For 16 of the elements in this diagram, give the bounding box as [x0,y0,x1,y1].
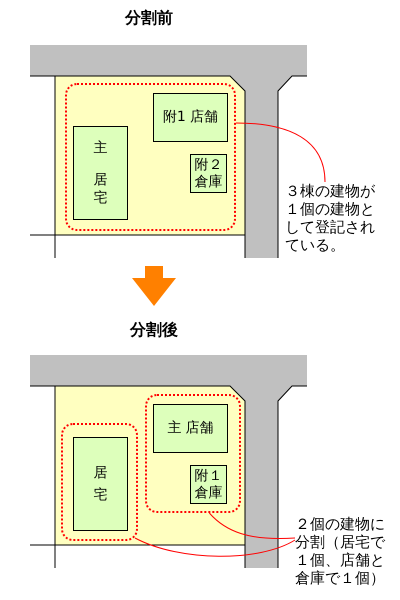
dotted-outline [61,423,138,541]
building-box: 主 居宅 [73,126,128,220]
dotted-outline [145,394,241,513]
building-box: 附１倉庫 [190,465,227,504]
leader-line [236,122,326,182]
building-box: 附２倉庫 [190,154,227,193]
leader-line [134,538,296,557]
dotted-outline [65,83,236,231]
building-box: 居宅 [73,437,128,531]
callout-text: ２個の建物に分割（居宅で１個、店舗と倉庫で１個） [295,515,395,591]
building-box: 附1 店舗 [153,93,228,142]
building-box: 主 店舗 [153,404,228,453]
callout-text: ３棟の建物が１個の建物として登記されている。 [285,182,385,258]
leader-line [208,512,296,539]
heading: 分割前 [125,8,173,29]
heading: 分割後 [130,320,178,341]
